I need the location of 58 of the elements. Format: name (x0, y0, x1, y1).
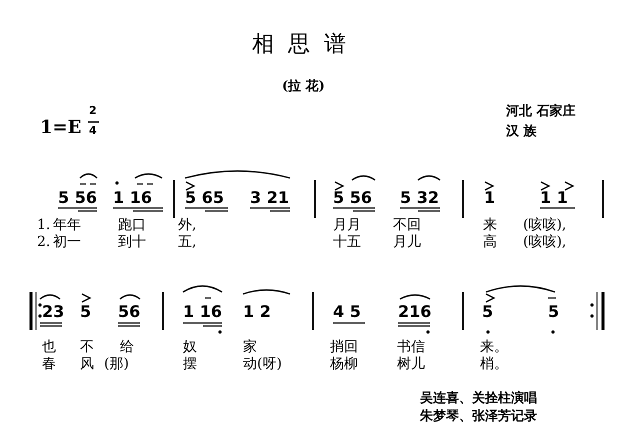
note-numbers: 1 1 (540, 190, 568, 206)
note-numbers: 1 16 (183, 304, 222, 320)
key-signature: 1=E (40, 119, 82, 137)
lyric: 捎回 (330, 340, 358, 354)
lyric: 也 (42, 340, 56, 354)
note-numbers: 23 (42, 304, 64, 320)
verse-number: 2. (37, 235, 50, 249)
lyric: 跑口 (118, 218, 146, 232)
lyric: 不 (80, 340, 94, 354)
note-numbers: 3 21 (250, 190, 289, 206)
lyric: 不回 (393, 218, 421, 232)
song-subtitle: (拉 花) (282, 80, 325, 93)
lyric: (咳咳), (523, 235, 566, 249)
lyric: 摆 (183, 357, 197, 371)
lyric: 十五 (333, 235, 361, 249)
note-numbers: 5 65 (185, 190, 224, 206)
song-title: 相思谱 (252, 34, 360, 56)
note-numbers: 5 56 (58, 190, 97, 206)
note-numbers: 1 2 (243, 304, 271, 320)
lyric: 家 (243, 340, 257, 354)
lyric: 初一 (53, 235, 81, 249)
lyric: 书信 (397, 340, 425, 354)
note-numbers: 5 56 (333, 190, 372, 206)
note-numbers: 5 (548, 304, 560, 320)
note-numbers: 5 32 (400, 190, 439, 206)
lyric: 给 (120, 340, 134, 354)
lyric: 风 (80, 357, 94, 371)
note-numbers: 56 (118, 304, 140, 320)
transcriber-credit: 朱梦琴、张泽芳记录 (420, 410, 537, 423)
lyric: 动(呀) (243, 357, 282, 371)
performer-credit: 吴连喜、关拴柱演唱 (420, 392, 537, 405)
lyric: 梢。 (480, 357, 508, 371)
note-numbers: 1 (484, 190, 496, 206)
lyric: 高 (483, 235, 497, 249)
lyric: 月儿 (393, 235, 421, 249)
lyric: (咳咳), (523, 218, 566, 232)
time-signature-numeral: 2 (89, 105, 97, 116)
lyric: 年年 (53, 218, 81, 232)
lyric: 外, (178, 218, 196, 232)
lyric: 来 (483, 218, 497, 232)
ethnicity-note: 汉 族 (506, 125, 537, 138)
note-numbers: 5 (80, 304, 92, 320)
note-numbers: 4 5 (333, 304, 361, 320)
lyric: 树儿 (397, 357, 425, 371)
time-signature-numeral: 4 (89, 125, 97, 136)
note-numbers: 1 16 (113, 190, 152, 206)
lyric: 五, (178, 235, 196, 249)
lyric: 杨柳 (330, 357, 358, 371)
lyric: 月月 (333, 218, 361, 232)
lyric: (那) (104, 357, 129, 371)
region-note: 河北 石家庄 (506, 105, 576, 118)
verse-number: 1. (37, 218, 50, 232)
note-numbers: 5 (482, 304, 494, 320)
lyric: 来。 (480, 340, 508, 354)
note-numbers: 216 (398, 304, 432, 320)
lyric: 到十 (118, 235, 146, 249)
lyric: 奴 (183, 340, 197, 354)
lyric: 春 (42, 357, 56, 371)
